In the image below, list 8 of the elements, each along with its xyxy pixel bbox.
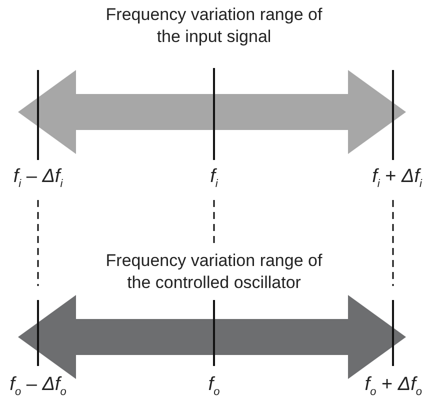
frequency-label: f$_{i}$ – Δf$_{i}$ (13, 166, 63, 192)
range-caption: Frequency variation range of the input signal (104, 4, 324, 48)
frequency-label: f$_{o}$ + Δf$_{o}$ (364, 374, 422, 400)
frequency-label: f$_{o}$ – Δf$_{o}$ (10, 374, 66, 400)
frequency-label: f$_{o}$ (208, 374, 220, 400)
frequency-label: f$_{i}$ (210, 166, 218, 192)
frequency-label: f$_{i}$ + Δf$_{i}$ (372, 166, 422, 192)
range-caption: Frequency variation range of the controlled oscillator (104, 250, 324, 294)
